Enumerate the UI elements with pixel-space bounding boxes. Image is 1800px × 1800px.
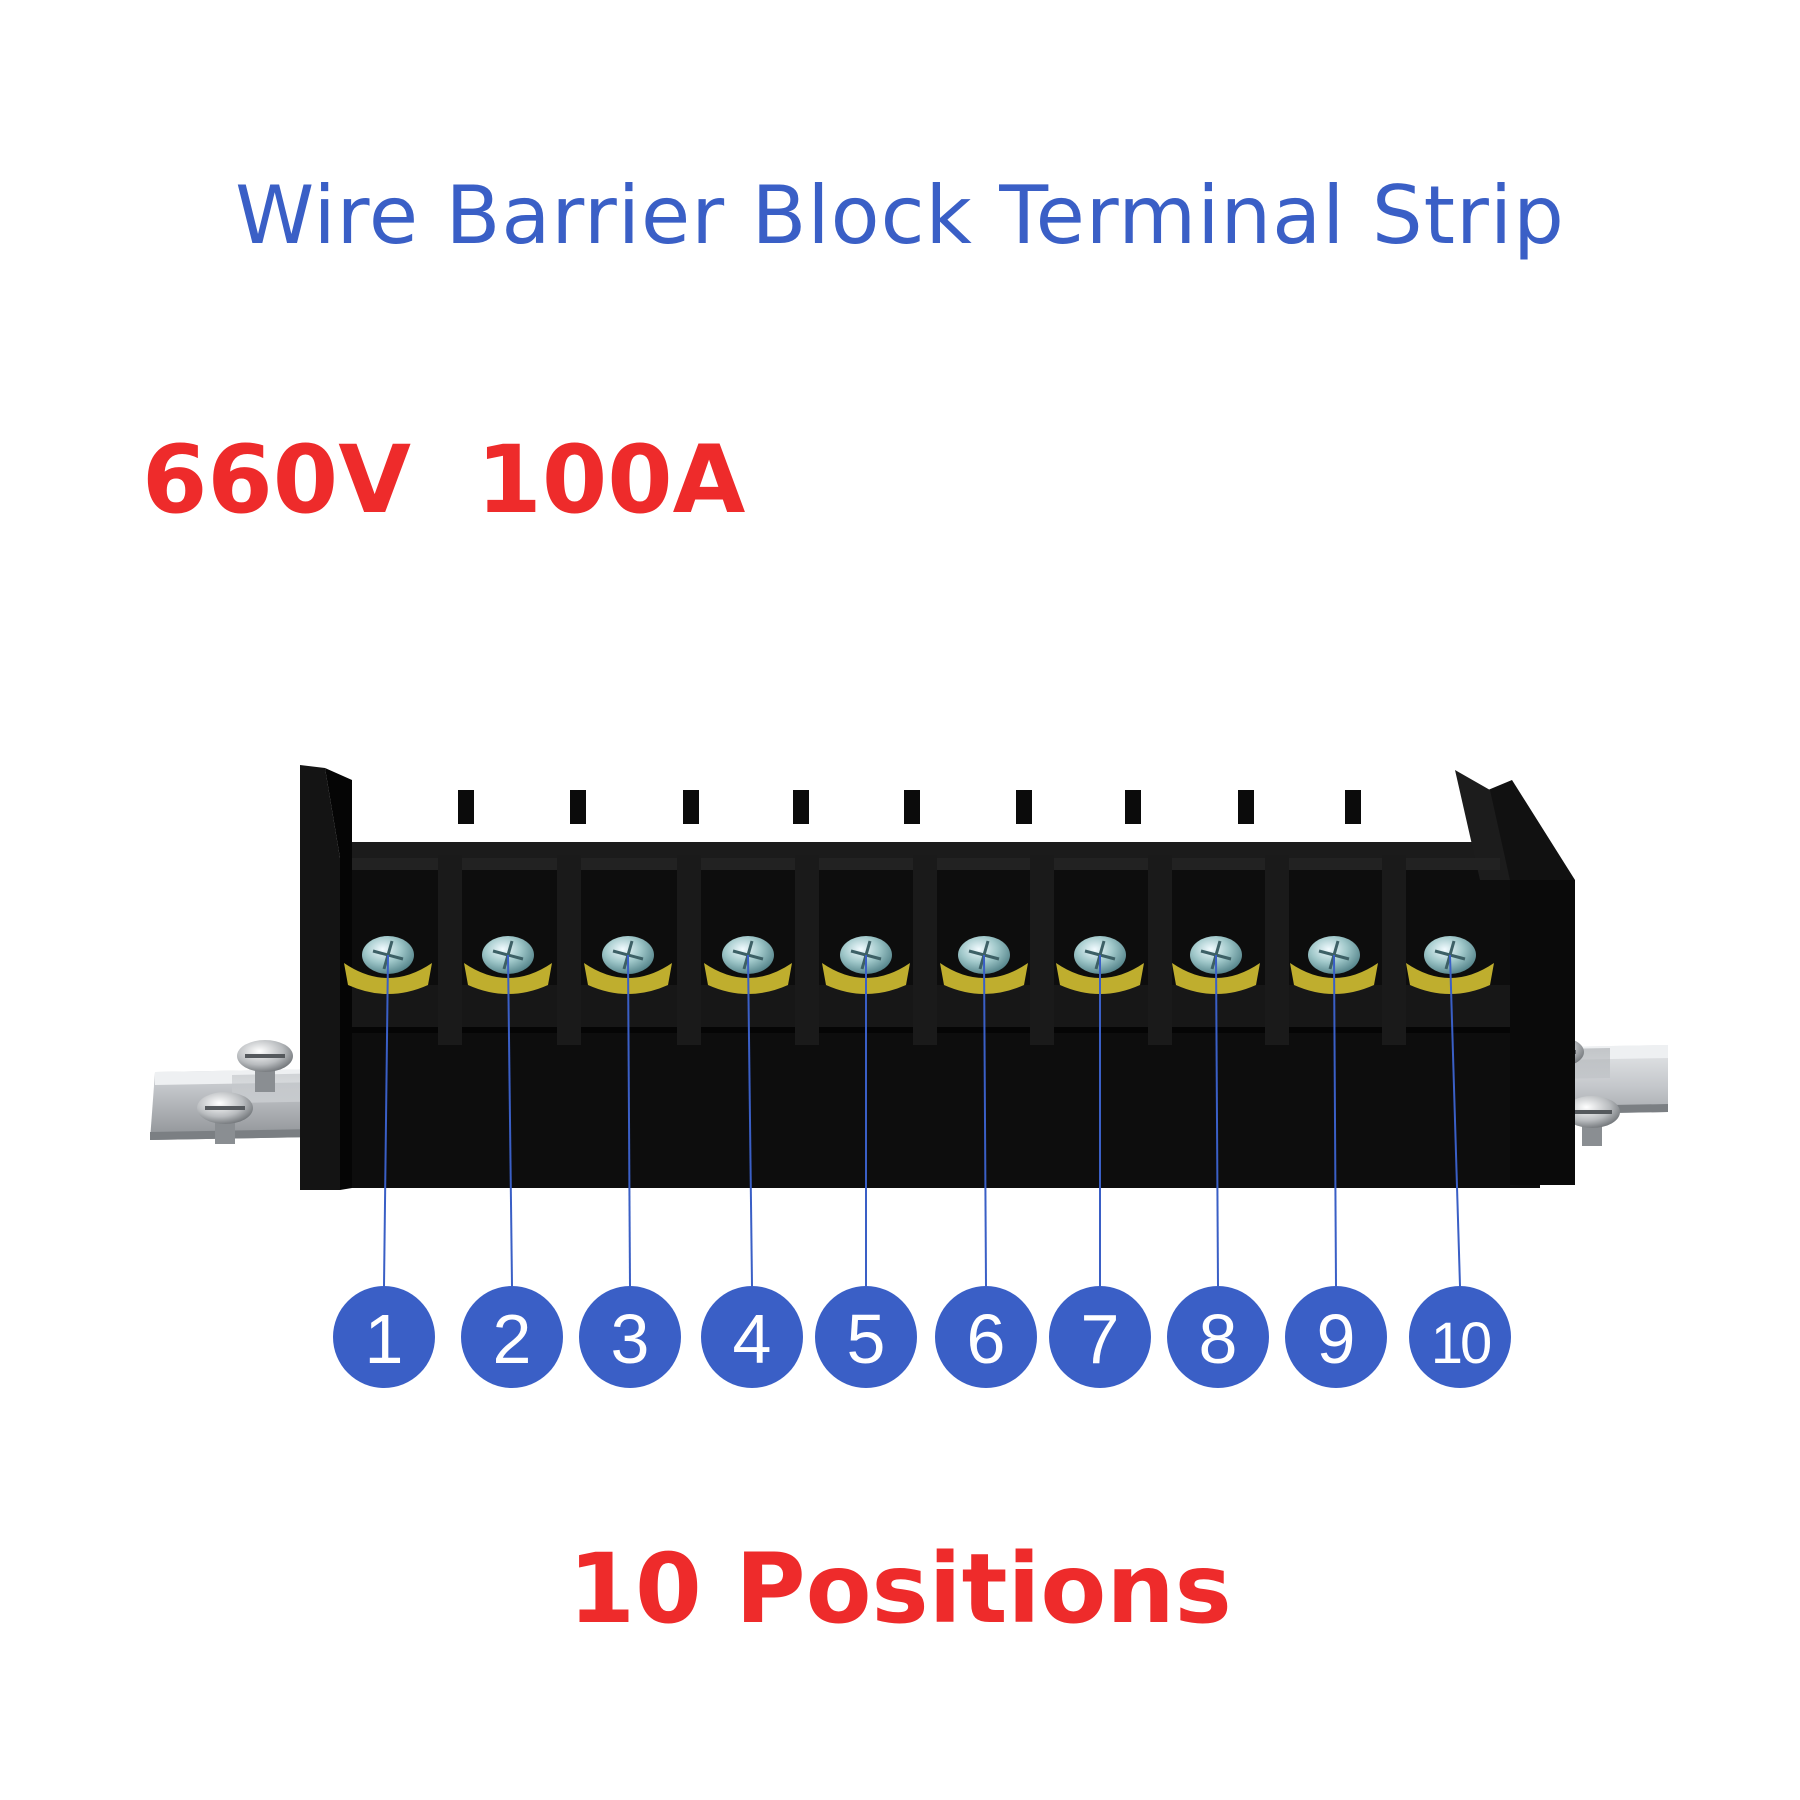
- terminal-badge-1: 1: [333, 1286, 435, 1388]
- leader-line: [1215, 954, 1219, 1287]
- terminal-number: 6: [967, 1300, 1006, 1378]
- barrier-fin: [1016, 790, 1054, 1045]
- leader-line: [747, 954, 753, 1287]
- leader-line: [1333, 954, 1337, 1287]
- barrier-fin: [904, 790, 937, 1045]
- rail-screw-left: [197, 1040, 293, 1144]
- terminal-badge-8: 8: [1167, 1286, 1269, 1388]
- leader-line: [383, 954, 389, 1287]
- barrier-fin: [1125, 790, 1172, 1045]
- barrier-fin: [677, 790, 701, 1045]
- voltage-current-rating: 660V 100A: [142, 426, 746, 535]
- terminal-number: 1: [365, 1300, 404, 1378]
- positions-count-label: 10 Positions: [568, 1533, 1232, 1645]
- terminal-number: 3: [611, 1300, 650, 1378]
- barrier-fin: [793, 790, 819, 1045]
- terminal-number: 10: [1431, 1311, 1490, 1376]
- barrier-fin: [1238, 790, 1289, 1045]
- leader-line: [983, 954, 987, 1287]
- leader-line: [627, 954, 631, 1287]
- barrier-fin: [1345, 790, 1406, 1045]
- terminal-badge-10: 10: [1409, 1286, 1511, 1388]
- terminal-badge-2: 2: [461, 1286, 563, 1388]
- terminal-badge-4: 4: [701, 1286, 803, 1388]
- terminal-number: 9: [1317, 1300, 1356, 1378]
- leader-line: [1449, 954, 1461, 1287]
- terminal-number: 7: [1081, 1300, 1120, 1378]
- barrier-fin: [438, 790, 474, 1045]
- terminal-number: 4: [733, 1300, 772, 1378]
- product-title: Wire Barrier Block Terminal Strip: [235, 169, 1565, 262]
- terminal-number: 5: [847, 1300, 886, 1378]
- terminal-badge-7: 7: [1049, 1286, 1151, 1388]
- barrier-fins: [438, 790, 1406, 1045]
- leader-line: [507, 954, 513, 1287]
- terminal-badge-6: 6: [935, 1286, 1037, 1388]
- terminal-number: 2: [493, 1300, 532, 1378]
- terminal-number: 8: [1199, 1300, 1238, 1378]
- barrier-fin: [557, 790, 586, 1045]
- terminal-badge-9: 9: [1285, 1286, 1387, 1388]
- terminal-badge-5: 5: [815, 1286, 917, 1388]
- terminal-leader-lines: [383, 954, 1461, 1287]
- terminal-badge-3: 3: [579, 1286, 681, 1388]
